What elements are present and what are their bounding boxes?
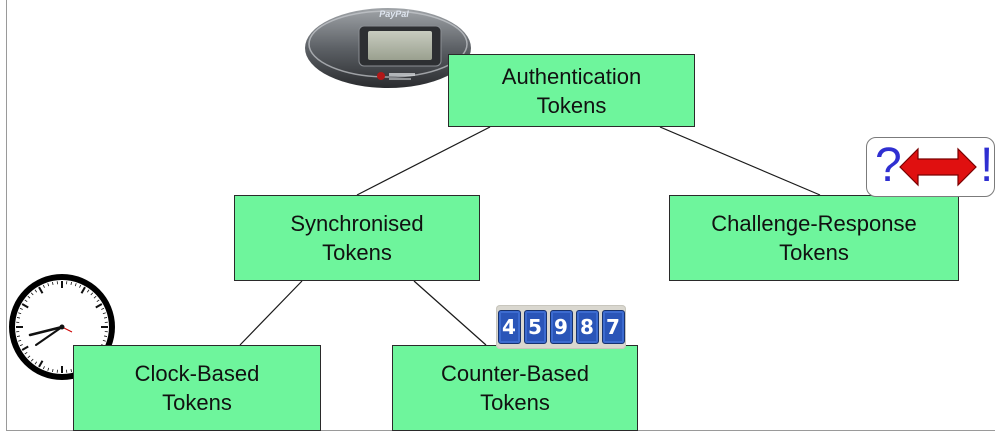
clock-tick: [27, 295, 31, 299]
clock-tick: [38, 286, 44, 294]
clock-tick: [96, 299, 100, 303]
paypal-security-key-icon: PayPal: [305, 8, 471, 88]
clock-tick: [70, 368, 72, 373]
counter-digit: 9: [549, 310, 573, 344]
node-label: Authentication Tokens: [501, 63, 642, 118]
clock-tick: [47, 367, 50, 371]
node-label: Challenge-Response Tokens: [711, 211, 917, 265]
node-counter-based-tokens: Counter-Based Tokens: [392, 345, 638, 431]
clock-tick: [80, 286, 86, 294]
clock-tick: [18, 312, 22, 315]
clock-tick: [70, 281, 72, 286]
node-label: Synchronised Tokens: [290, 211, 424, 265]
node-synchronised-tokens: Synchronised Tokens: [234, 195, 480, 281]
clock-tick: [42, 284, 45, 288]
node-challenge-response-tokens: Challenge-Response Tokens: [669, 195, 959, 281]
clock-tick: [16, 335, 21, 337]
paypal-brand-text: PayPal: [379, 9, 409, 19]
node-authentication-tokens: Authentication Tokens: [448, 54, 695, 127]
clock-tick: [47, 283, 50, 287]
clock-tick: [30, 292, 34, 296]
question-arrow-exclamation-icon: ? !: [866, 137, 995, 197]
edge-auth-sync: [356, 126, 491, 196]
clock-tick: [103, 335, 108, 337]
node-label: Clock-Based Tokens: [134, 361, 260, 415]
clock-tick: [52, 368, 54, 373]
counter-digit: 7: [601, 310, 625, 344]
clock-tick: [30, 358, 34, 362]
exclamation-mark-glyph: !: [980, 139, 994, 192]
clock-tick: [103, 317, 108, 319]
clock-tick: [102, 339, 106, 342]
node-clock-based-tokens: Clock-Based Tokens: [73, 345, 321, 431]
counter-digit: 5: [523, 310, 547, 344]
clock-tick: [74, 283, 77, 287]
edge-sync-clock: [239, 280, 303, 346]
left-border-line: [6, 0, 7, 431]
mechanical-counter-icon: 4 5 9 8 7: [496, 305, 626, 349]
clock-tick: [24, 299, 28, 303]
clock-tick: [27, 355, 31, 359]
clock-tick: [21, 303, 29, 309]
clock-tick: [90, 292, 94, 296]
clock-tick: [18, 339, 22, 342]
clock-tick: [24, 351, 28, 355]
clock-tick: [34, 289, 38, 293]
edge-sync-counter: [413, 280, 487, 346]
clock-tick: [19, 307, 23, 310]
clock-tick: [16, 317, 21, 319]
clock-tick: [101, 307, 105, 310]
node-label: Counter-Based Tokens: [441, 361, 589, 415]
clock-tick: [21, 345, 29, 351]
connector-lines: [239, 126, 821, 346]
clock-tick: [102, 312, 106, 315]
question-mark-glyph: ?: [875, 139, 902, 192]
double-arrow-icon: [899, 147, 977, 187]
clock-tick: [79, 284, 82, 288]
clock-tick: [95, 303, 103, 309]
clock-tick: [93, 295, 97, 299]
clock-tick: [34, 361, 38, 365]
clock-tick: [86, 289, 90, 293]
counter-digit: 4: [497, 310, 521, 344]
counter-digit: 8: [575, 310, 599, 344]
clock-tick: [38, 360, 44, 368]
clock-tick: [19, 344, 23, 347]
clock-tick: [42, 366, 45, 370]
clock-tick: [52, 281, 54, 286]
edge-auth-cr: [659, 126, 821, 196]
